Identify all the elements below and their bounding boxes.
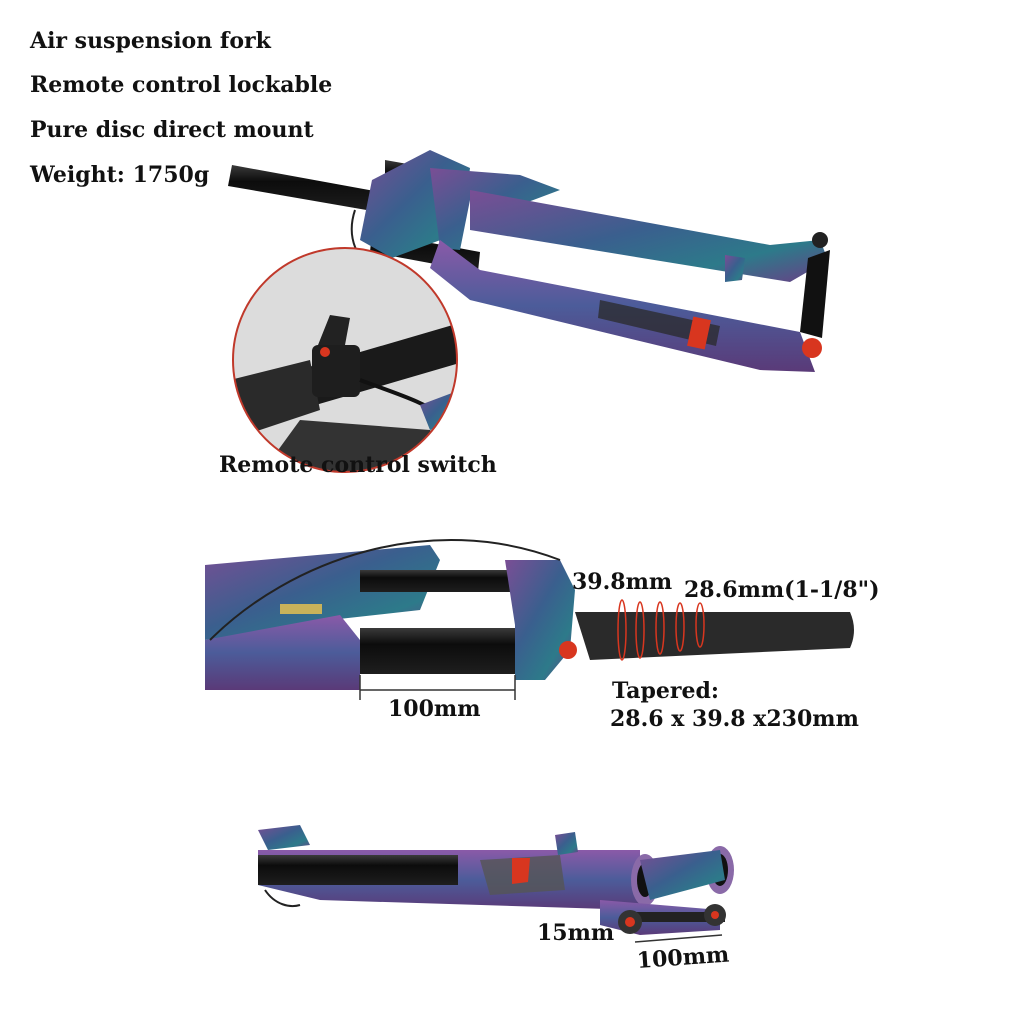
- arch: [430, 168, 560, 250]
- fork-side-view: [205, 539, 854, 700]
- spec-weight: Weight: 1750g: [30, 162, 210, 188]
- tapered-title: Tapered:: [612, 678, 719, 704]
- logo-decal-bottom-icon: [512, 858, 530, 884]
- remote-lever-icon: [318, 315, 350, 345]
- travel-label: 100mm: [388, 696, 481, 722]
- tapered-size-label: 28.6 x 39.8 x230mm: [610, 706, 859, 732]
- thru-axle: [625, 912, 725, 922]
- lower-leg-lower: [205, 615, 360, 690]
- steerer-diameter-label: 28.6mm(1-1/8"): [684, 577, 880, 603]
- spec-remote-lockable: Remote control lockable: [30, 72, 333, 98]
- axle-diameter-label: 15mm: [537, 920, 615, 946]
- steerer-tube: [228, 165, 380, 212]
- stanchion-lower: [360, 628, 520, 674]
- grip: [233, 360, 320, 440]
- crown-side: [505, 560, 575, 680]
- remote-cable: [209, 539, 561, 641]
- axle-red-end-icon: [802, 338, 822, 358]
- stanchion-upper: [360, 570, 510, 592]
- remote-lever-body: [312, 345, 360, 397]
- spec-disc-mount: Pure disc direct mount: [30, 117, 314, 143]
- lower-leg-rear: [470, 190, 828, 282]
- logo-decal-icon: [687, 316, 711, 350]
- spec-air-suspension: Air suspension fork: [30, 28, 271, 54]
- steerer-side: [575, 612, 854, 660]
- lower-leg-upper: [205, 545, 440, 640]
- crown-diameter-label: 39.8mm: [572, 569, 673, 595]
- fork-bottom-view: [258, 825, 734, 943]
- remote-switch-inset: [232, 247, 458, 473]
- fork-top-view: [228, 150, 830, 372]
- remote-switch-caption: Remote control switch: [219, 452, 497, 478]
